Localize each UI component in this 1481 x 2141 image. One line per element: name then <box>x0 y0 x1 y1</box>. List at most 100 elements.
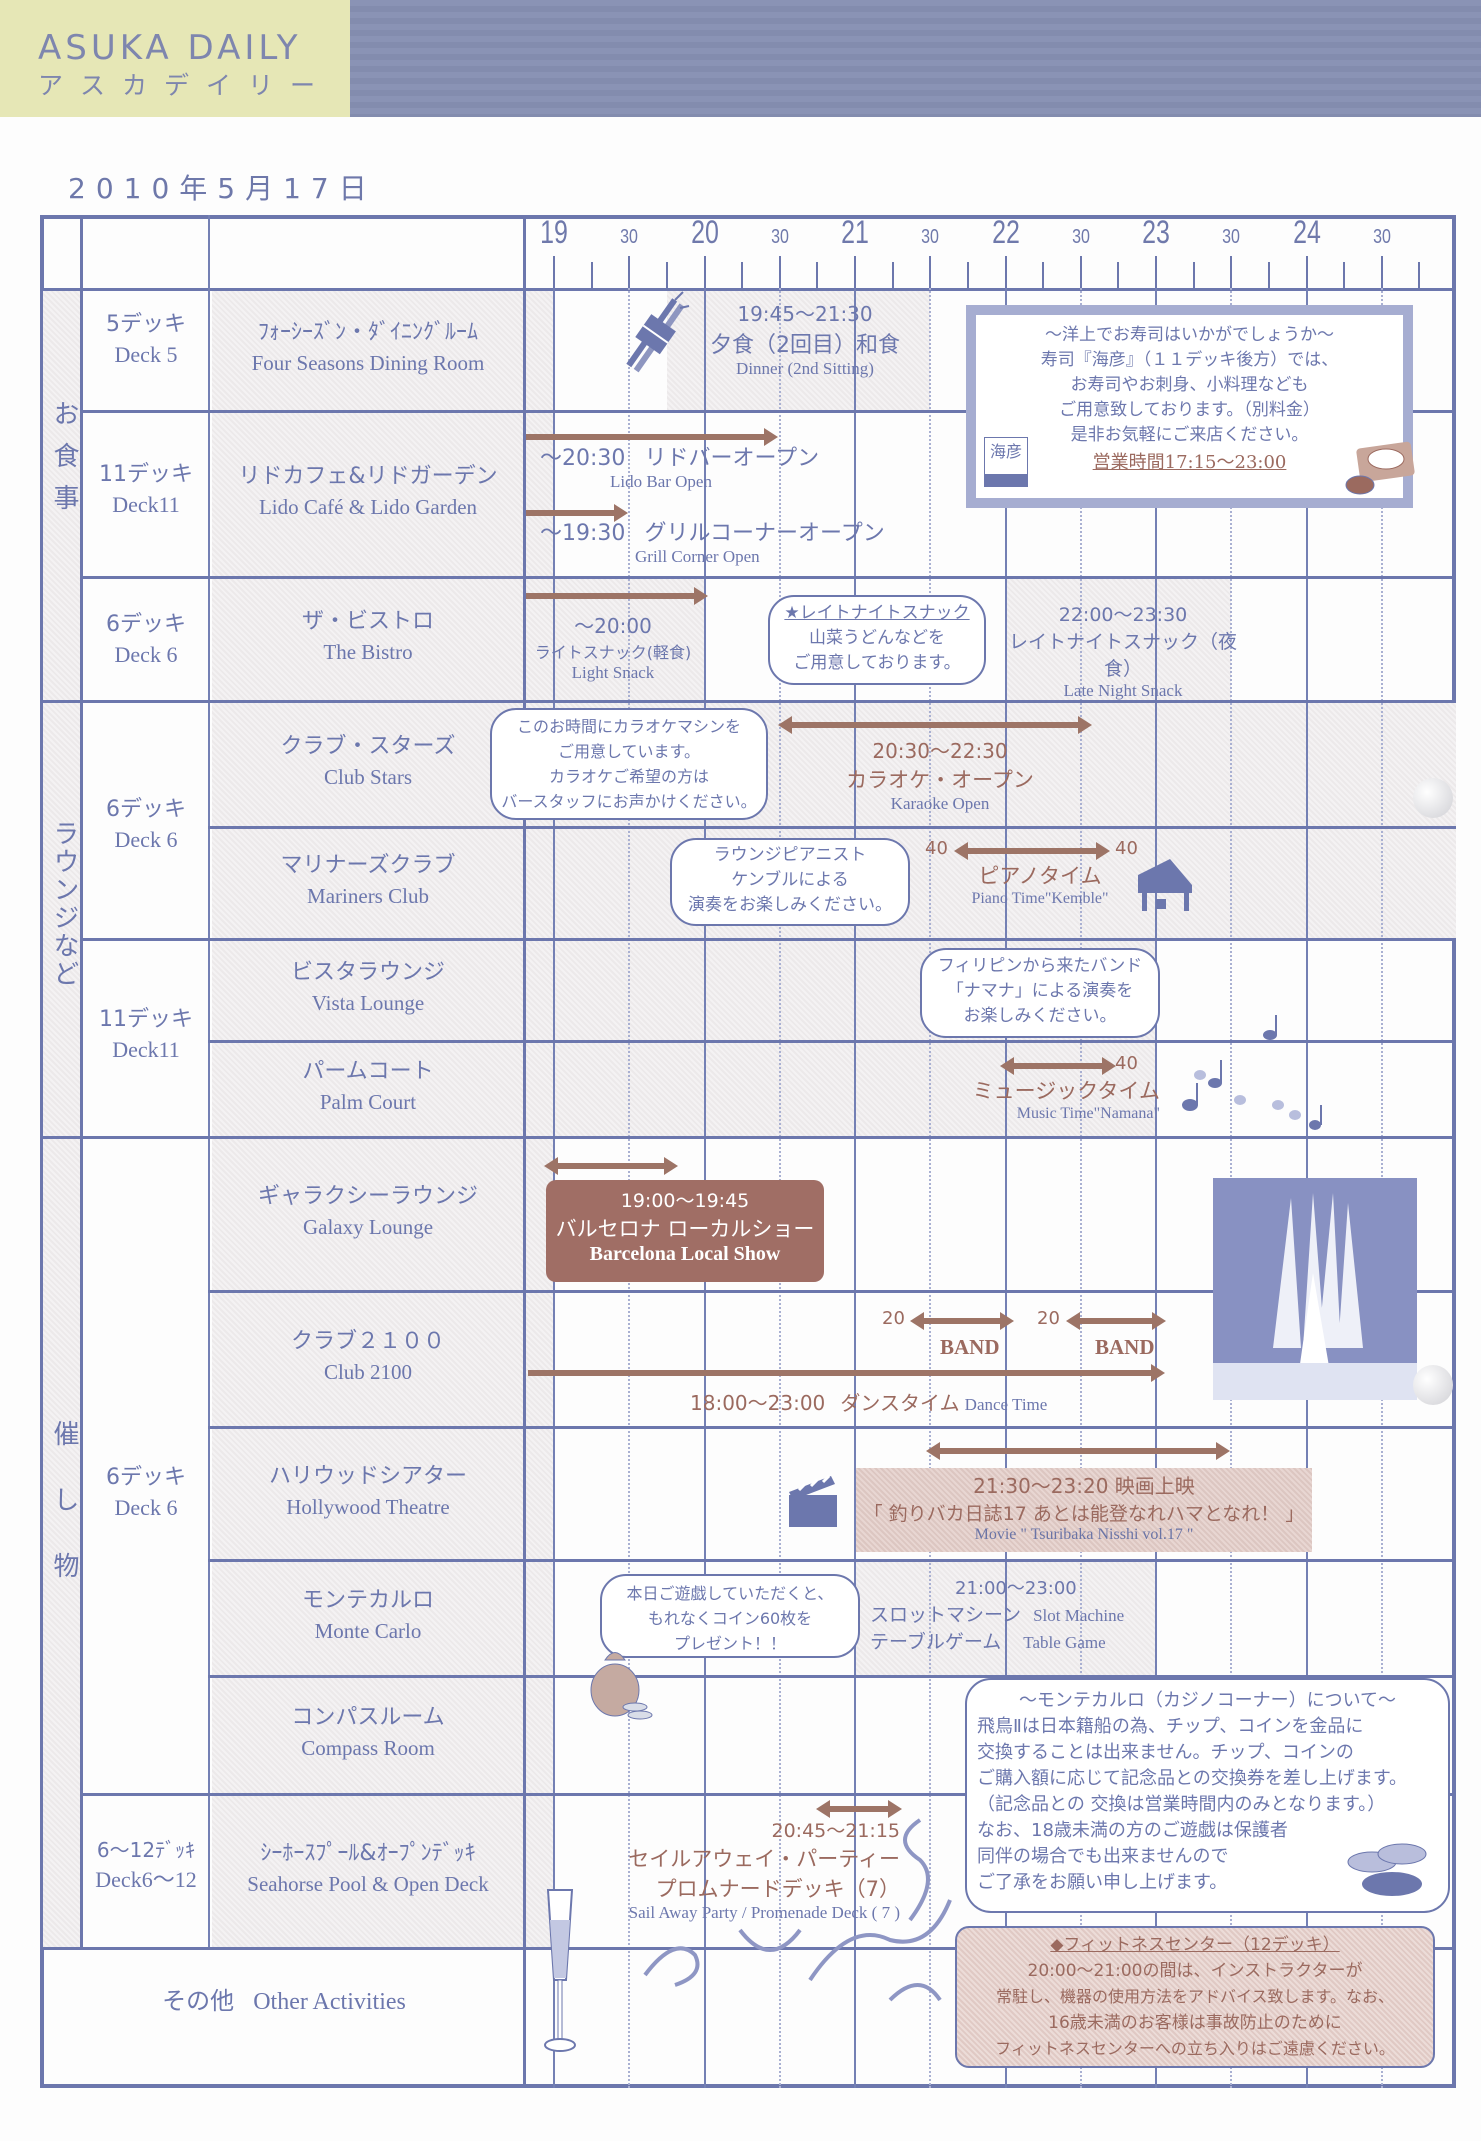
event-title-jp: ピアノタイム <box>978 864 1102 888</box>
deck-jp: 6〜12ﾃﾞｯｷ <box>96 1838 196 1862</box>
event-title-en: Music Time"Namana" <box>1016 1105 1160 1122</box>
category-lounge-label: ラウンジなど <box>49 820 79 988</box>
venue-en: Seahorse Pool & Open Deck <box>247 1872 489 1896</box>
casino-chips-icon <box>1337 1840 1432 1900</box>
event-title-en: Movie " Tsuribaka Nisshi vol.17 " <box>974 1526 1194 1543</box>
deck-jp: 6デッキ <box>106 1465 186 1490</box>
half-hour-label: 30 <box>1071 226 1090 248</box>
row-divider <box>80 410 1456 413</box>
event-title-en: Dance Time <box>964 1395 1048 1414</box>
time-tick <box>891 262 894 288</box>
venue-jp: コンパスルーム <box>291 1705 445 1730</box>
sagrada-familia-image <box>1213 1178 1417 1400</box>
casino-info-line: ご購入額に応じて記念品との交換券を差し上げます。 <box>977 1768 1408 1789</box>
fitness-line: 常駐し、機器の使用方法をアドバイス致します。なお、 <box>996 1987 1394 2006</box>
hour-label: 19 <box>540 214 568 250</box>
category-lounge: ラウンジなど <box>44 820 80 988</box>
fitness-center-box: ◆フィットネスセンター（12デッキ） 20:00〜21:00の間は、インストラク… <box>955 1926 1435 2068</box>
music-arrow <box>1000 1057 1116 1075</box>
band2-start-minutes: 20 <box>1037 1308 1060 1329</box>
karaoke-note-bubble: このお時間にカラオケマシンを ご用意しています。 カラオケご希望の方は バースタ… <box>490 708 768 820</box>
time-tick <box>854 256 856 288</box>
event-time: 20:30〜22:30 <box>872 739 1008 763</box>
note-line: 山菜うどんなどを <box>809 628 945 648</box>
event-title-jp: セイルアウェイ・パーティー <box>628 1847 900 1871</box>
event-title-jp: リドバーオープン <box>644 446 820 471</box>
sushi-line: 是非お気軽にご来店ください。 <box>1070 425 1309 445</box>
hour-gridline <box>1004 288 1007 2088</box>
casino-info-line: （記念品との 交換は営業時間内のみとなります。） <box>977 1794 1386 1815</box>
note-line: カラオケご希望の方は <box>548 767 709 786</box>
deck-en: Deck 6 <box>114 642 178 667</box>
venue-jp: パームコート <box>302 1059 434 1084</box>
fitness-line: 16歳未満のお客様は事故防止のために <box>1048 2013 1342 2033</box>
event-time: 〜19:30 <box>540 521 626 546</box>
event-time: 21:30〜23:20 映画上映 <box>973 1474 1195 1498</box>
casino-info-line: 同伴の場合でも出来ませんので <box>977 1846 1229 1867</box>
event-title-en: Slot Machine <box>1033 1606 1125 1625</box>
venue-jp: ハリウッドシアター <box>268 1463 467 1489</box>
deck-en: Deck11 <box>112 1037 180 1062</box>
event-time: 〜20:30 <box>540 446 626 471</box>
music-end-minutes: 40 <box>1115 1053 1138 1074</box>
category-events: 催し物 <box>44 1420 80 1618</box>
grill-arrow <box>526 504 628 522</box>
note-line: 「ナマナ」による演奏を <box>946 981 1134 1001</box>
deck-jp: 5デッキ <box>106 312 186 337</box>
venue-jp: マリナーズクラブ <box>280 853 456 878</box>
note-line: 本日ご遊戯していただくと、 <box>626 1584 834 1603</box>
half-hour-gridline <box>1079 288 1082 2088</box>
clapperboard-icon <box>785 1470 840 1530</box>
note-line: ラウンジピアニスト <box>713 845 867 865</box>
sushi-plate-icon <box>1338 437 1418 497</box>
umihiko-logo: 海彦 <box>984 437 1028 487</box>
deck-en: Deck11 <box>112 492 180 517</box>
fitness-line: 20:00〜21:00の間は、インストラクターが <box>1027 1961 1363 1981</box>
event-title-en: Light Snack <box>571 663 655 682</box>
row-divider <box>208 1290 1456 1293</box>
time-tick <box>1418 262 1421 288</box>
band1-label: BAND <box>940 1335 1000 1359</box>
piano-end-minutes: 40 <box>1115 838 1138 859</box>
row-divider <box>40 1947 1456 1950</box>
category-events-label: 催し物 <box>49 1420 79 1618</box>
header-divider <box>40 288 1456 291</box>
casino-info-line: 交換することは出来ません。チップ、コインの <box>977 1742 1354 1763</box>
casino-info-line: 〜モンテカルロ（カジノコーナー）について〜 <box>1018 1690 1397 1711</box>
venue-jp: クラブ２１００ <box>290 1329 445 1354</box>
sushi-line: 寿司『海彦』（１１デッキ後方）では、 <box>1040 350 1339 370</box>
umihiko-logo-text: 海彦 <box>989 442 1022 461</box>
note-line: もれなくコイン60枚を <box>647 1609 813 1628</box>
note-line: バースタッフにお声かけください。 <box>501 792 757 811</box>
venue-en: Galaxy Lounge <box>302 1215 434 1239</box>
row-divider <box>80 1793 1456 1796</box>
row-divider <box>80 938 1456 941</box>
time-tick <box>1305 256 1308 288</box>
row-divider <box>208 1426 1456 1429</box>
time-tick <box>1192 262 1195 288</box>
venue-jp: リドカフェ&リドガーデン <box>238 464 498 489</box>
row-divider <box>208 1040 1456 1043</box>
hour-label: 20 <box>690 214 719 250</box>
half-hour-label: 30 <box>1372 226 1391 248</box>
hour-label: 23 <box>1142 214 1170 250</box>
time-tick <box>1155 256 1157 288</box>
note-line: 演奏をお楽しみください。 <box>688 895 892 915</box>
schedule-date: 2010年5月17日 <box>68 172 377 205</box>
event-title-en: Table Game <box>1023 1633 1106 1652</box>
band2-arrow <box>1066 1312 1166 1330</box>
binder-hole <box>1413 778 1453 818</box>
event-title-en: Piano Time"Kemble" <box>971 890 1109 907</box>
